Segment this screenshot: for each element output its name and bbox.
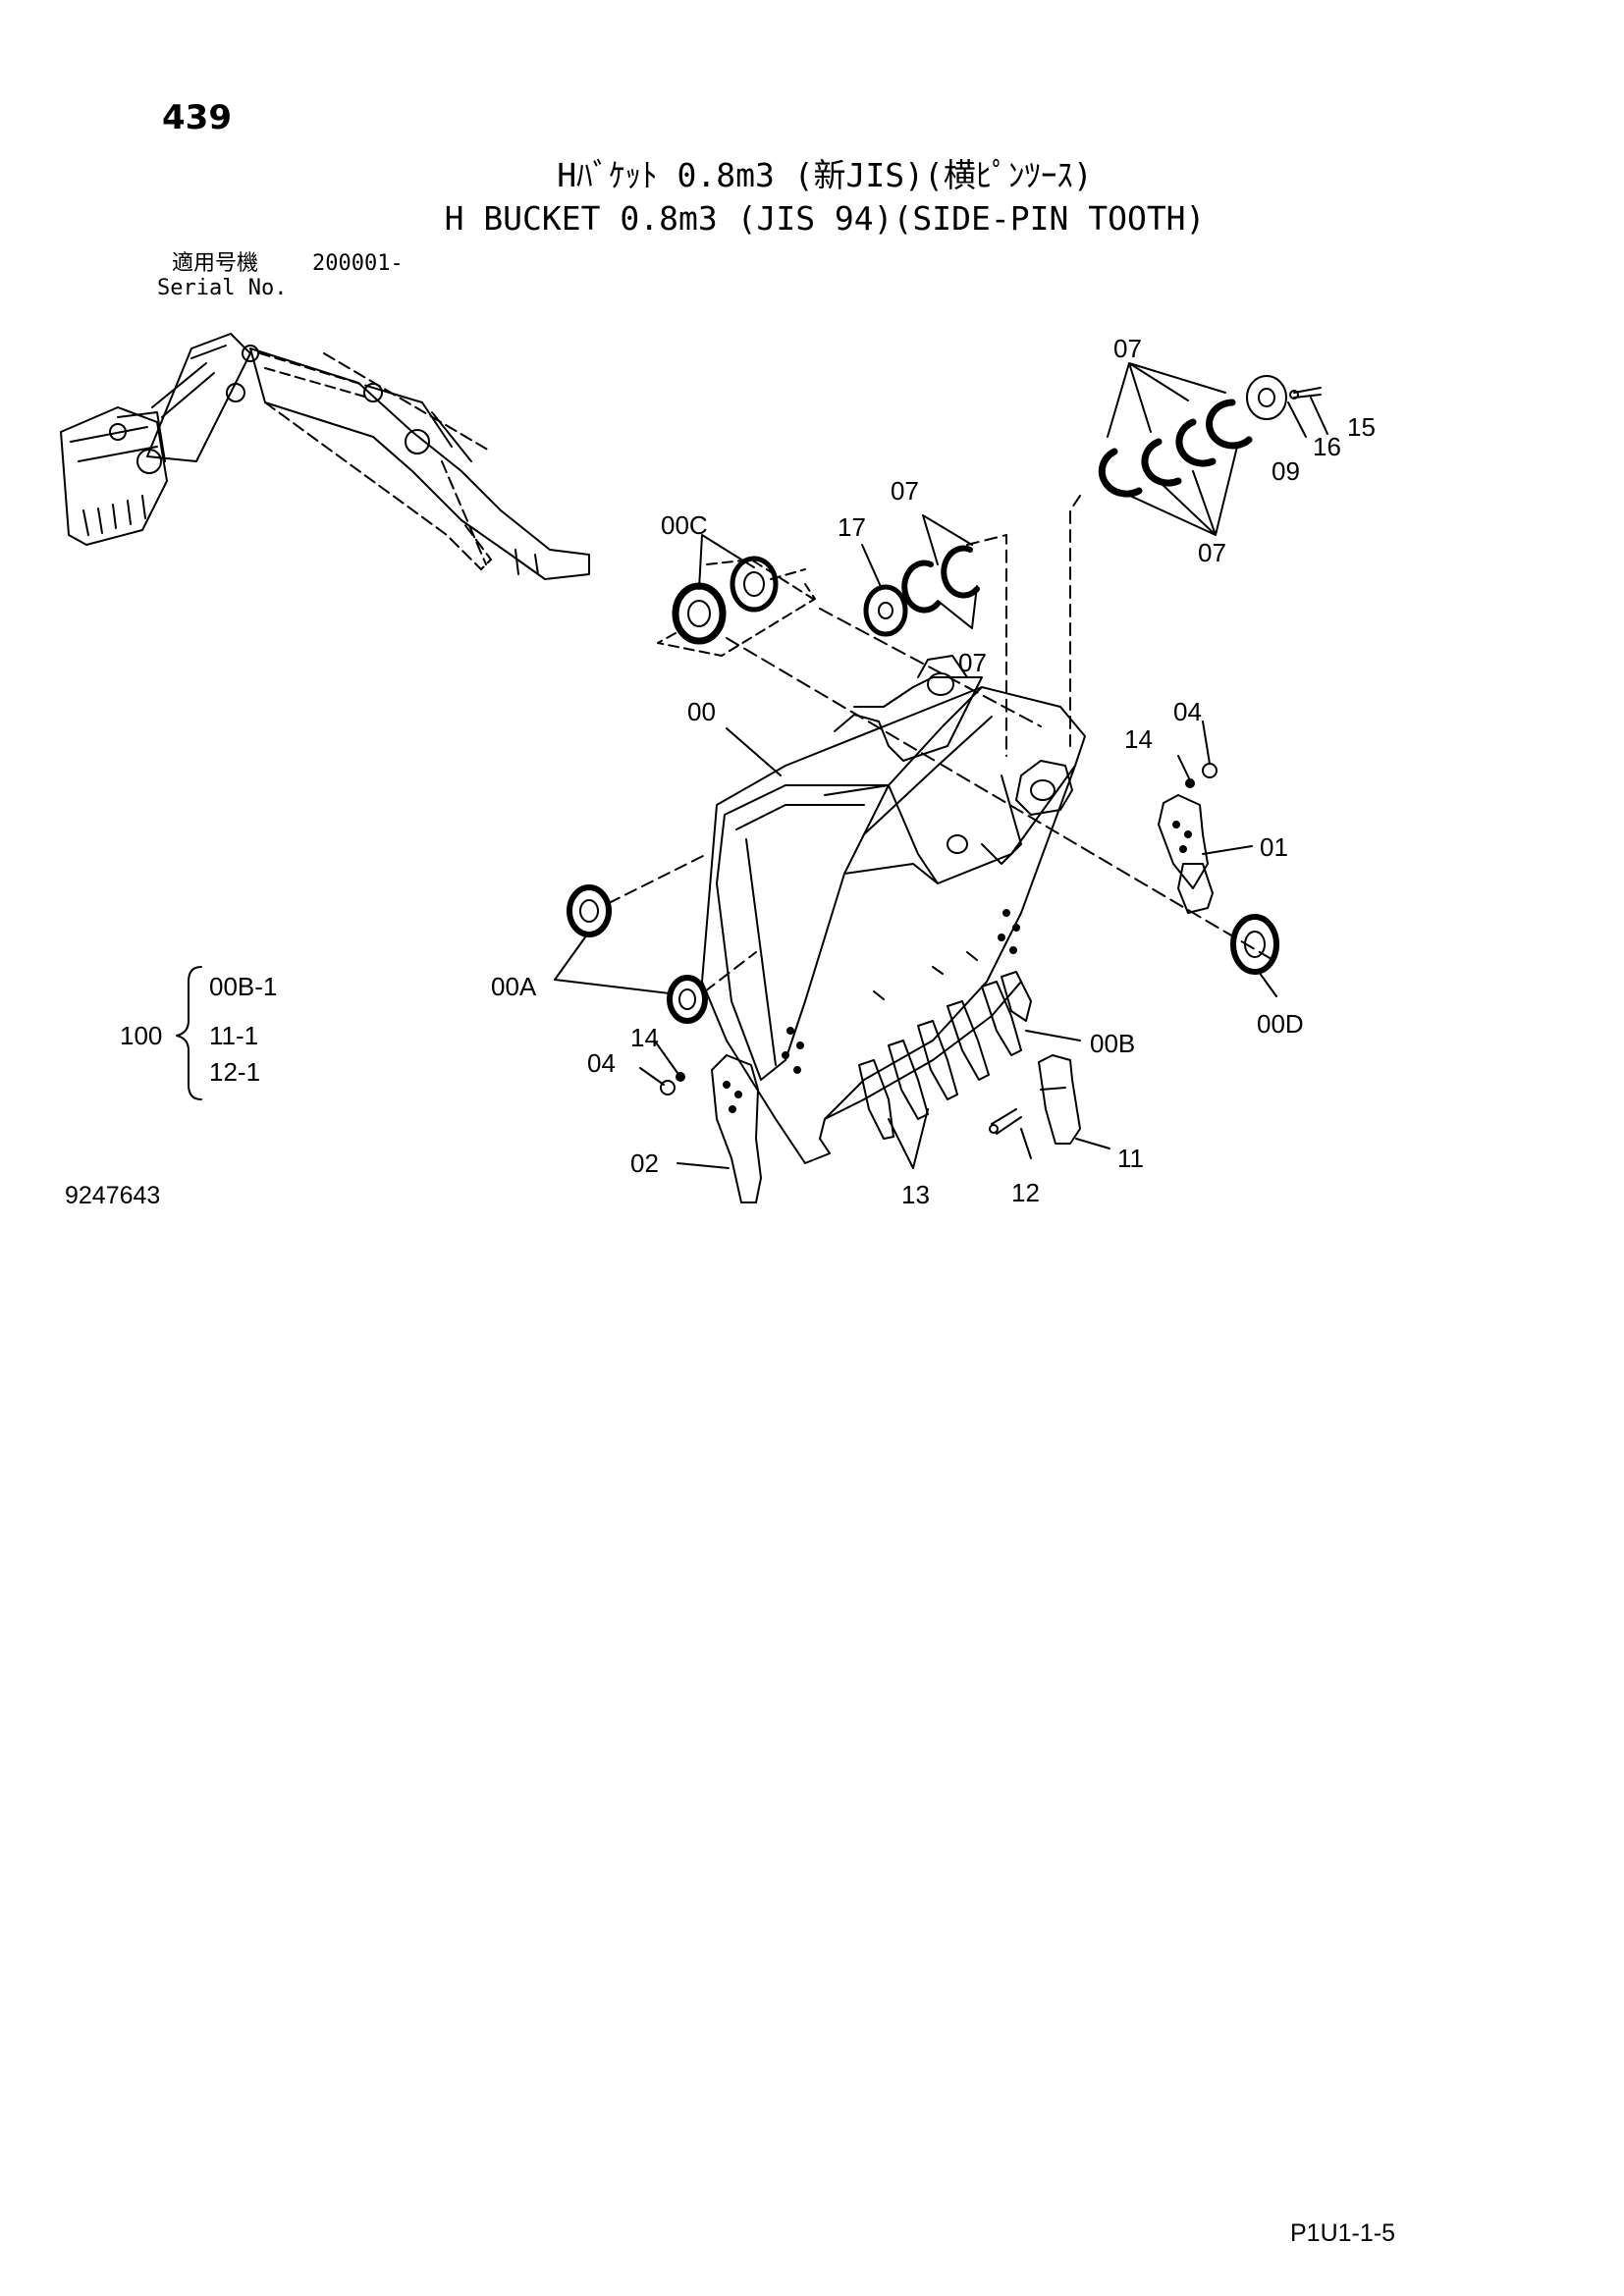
serial-label-english: Serial No. [157,276,288,300]
title-japanese: Hﾊﾞｹｯﾄ 0.8m3 (新JIS)(横ﾋﾟﾝﾂｰｽ) [557,156,1093,194]
callout-00D: 00D [1257,1009,1304,1039]
callout-07-right: 07 [1198,538,1226,567]
callout-14-right: 14 [1124,724,1153,754]
shim-group-upper-right [1069,362,1328,747]
kit-brace [176,966,202,1100]
bucket-body [701,655,1086,1164]
kit-item: 11-1 [209,1021,259,1050]
callout-00B: 00B [1090,1029,1136,1058]
callout-17: 17 [838,512,866,542]
callout-12: 12 [1011,1178,1040,1207]
seal-cluster-center [657,514,1277,963]
callout-00A: 00A [491,972,537,1001]
callout-04-right: 04 [1173,697,1202,726]
callout-15: 15 [1347,412,1376,442]
page-code: P1U1-1-5 [1290,2219,1395,2247]
callout-00C: 00C [661,510,708,540]
drawing-number: 9247643 [65,1182,161,1209]
page-number: 439 [162,98,232,137]
callout-09: 09 [1272,456,1300,486]
callout-07-mid: 07 [891,476,919,506]
callout-01: 01 [1260,832,1288,862]
serial-label-japanese: 適用号機 [172,251,259,276]
kit-number: 100 [120,1021,163,1050]
excavator-arm-thumbnail [60,333,590,580]
serial-number-value: 200001- [312,251,404,276]
side-cutters-and-fasteners [554,721,1279,1203]
kit-item: 00B-1 [209,972,278,1001]
callout-00: 00 [687,697,716,726]
callout-16: 16 [1313,432,1341,461]
kit-item: 12-1 [209,1057,261,1087]
callout-07-mid-low: 07 [958,648,987,677]
callout-13: 13 [901,1180,930,1209]
callout-11: 11 [1117,1144,1144,1173]
callout-02: 02 [630,1148,659,1178]
callout-14-left: 14 [630,1023,659,1052]
callout-07-top: 07 [1113,334,1142,363]
title-english: H BUCKET 0.8m3 (JIS 94)(SIDE-PIN TOOTH) [444,199,1206,238]
callout-04-left: 04 [587,1048,616,1078]
